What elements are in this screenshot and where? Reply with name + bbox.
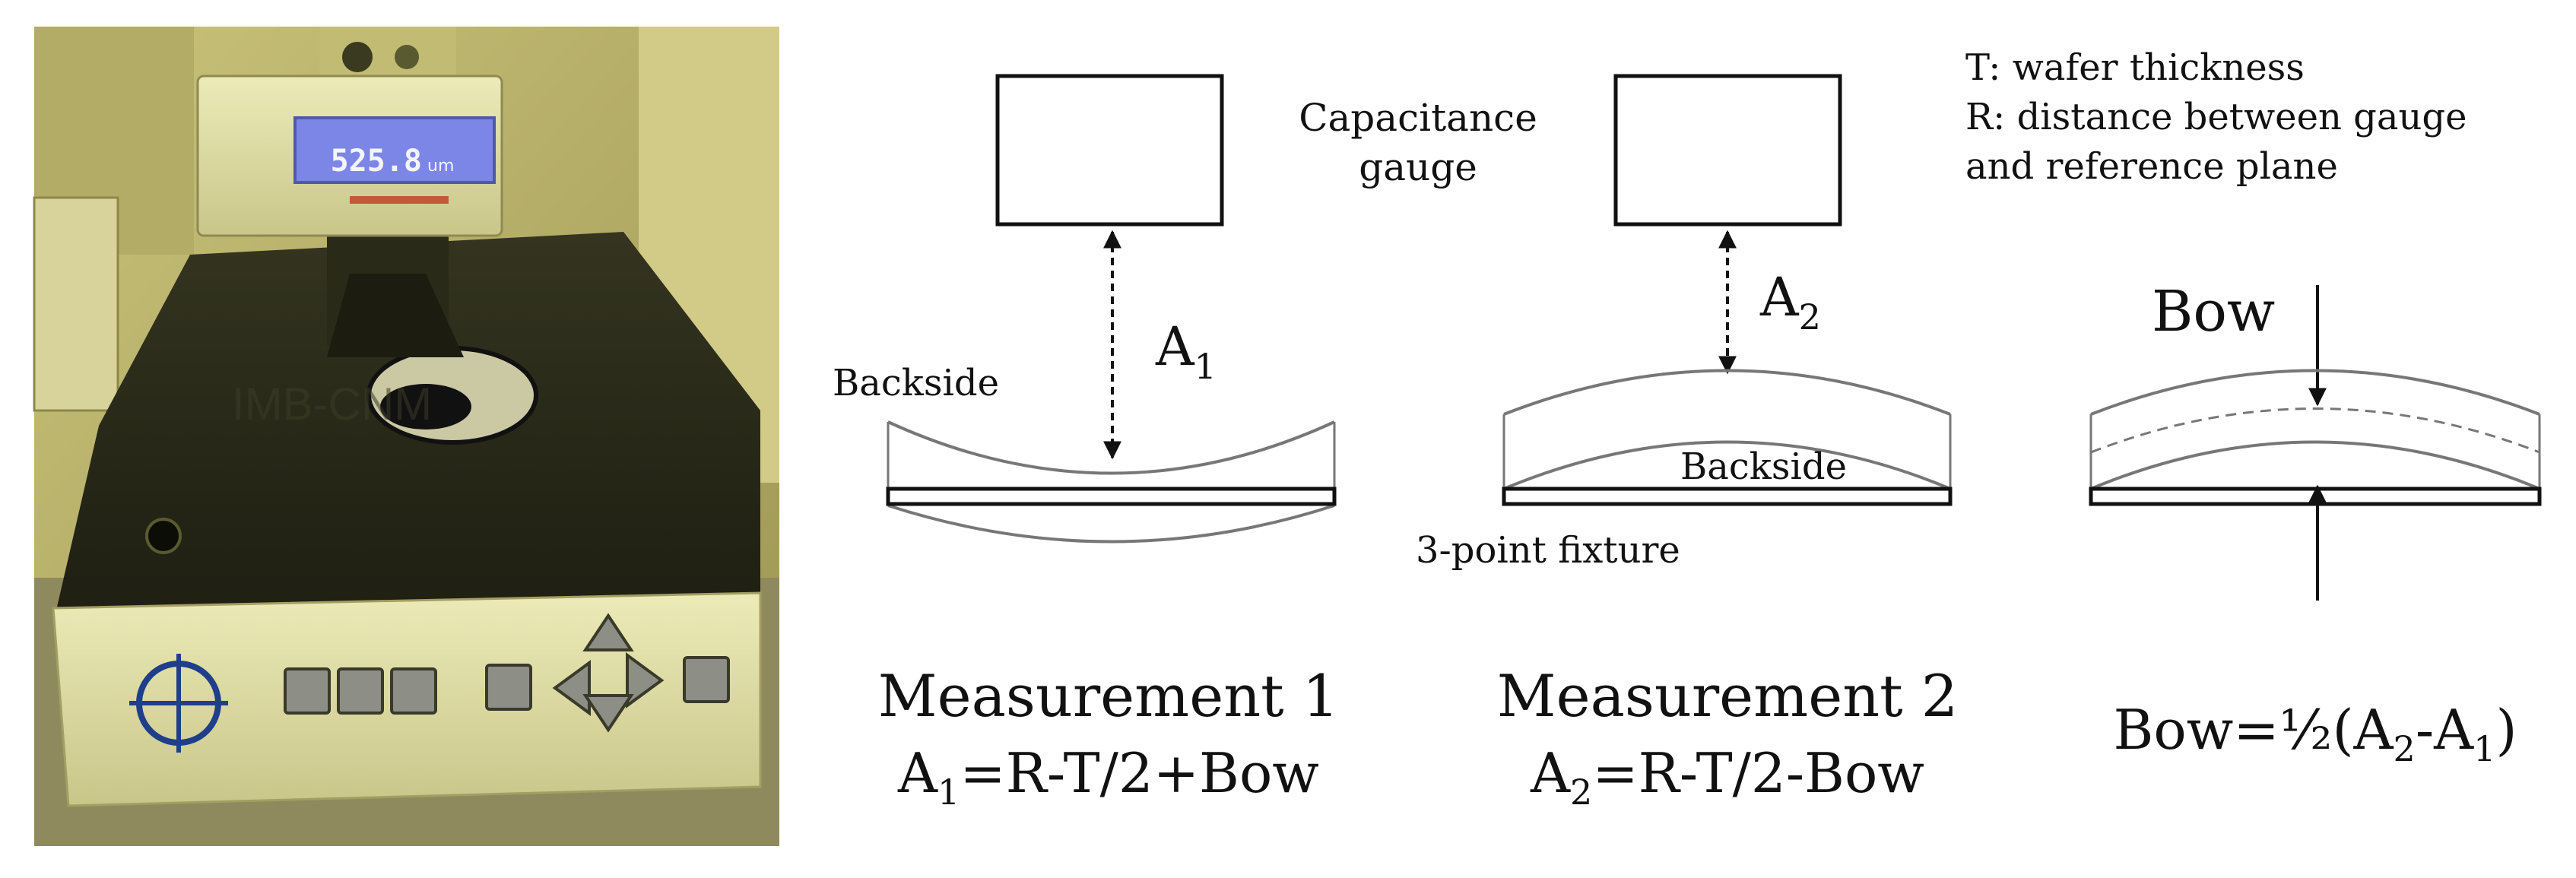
lcd-reading: 525.8: [331, 144, 422, 179]
wafer-upper-curve-3: [2090, 369, 2540, 416]
wafer-upper-curve-2: [1503, 369, 1951, 416]
legend-distance-line2: and reference plane: [1965, 145, 2338, 188]
backside-label-2: Backside: [1680, 445, 1847, 488]
capacitance-gauge-2: [1613, 74, 1842, 227]
distance-label-a2: A2: [1759, 266, 1821, 338]
measurement-2-equation: A2=R-T/2-Bow: [1530, 741, 1924, 813]
wafer-upper-curve-1: [887, 420, 1335, 475]
wafer-lower-curve-2: [1503, 440, 1951, 490]
bow-label: Bow: [2152, 279, 2275, 344]
backside-label-1: Backside: [833, 362, 999, 404]
legend-distance-line1: R: distance between gauge: [1965, 96, 2467, 138]
photo-watermark: IMB-CNM: [232, 379, 432, 429]
measurement-2-diagram: A2 Backside 3-point fixture Measurement …: [1416, 74, 1958, 813]
fixture-label: 3-point fixture: [1416, 529, 1680, 572]
measurement-1-title: Measurement 1: [878, 662, 1339, 730]
lcd-screen: [293, 116, 496, 184]
reference-plane-1: [886, 487, 1337, 506]
gauge-label-line2: gauge: [1359, 145, 1477, 189]
legend: T: wafer thickness R: distance between g…: [1965, 46, 2467, 188]
wafer-midline-3: [2090, 407, 2540, 454]
measurement-1-equation: A1=R-T/2+Bow: [897, 741, 1319, 813]
bow-definition-diagram: Bow Bow=½(A2-A1): [2089, 279, 2542, 769]
wafer-lower-curve-3: [2090, 440, 2540, 490]
lcd-unit: um: [427, 157, 454, 176]
distance-label-a1: A1: [1155, 315, 1217, 387]
measurement-2-title: Measurement 2: [1497, 662, 1958, 730]
wafer-lower-curve-1: [887, 504, 1335, 544]
capacitance-gauge-1: [995, 74, 1224, 227]
instrument-photo: 525.8 um IMB-CNM: [33, 27, 779, 846]
legend-thickness: T: wafer thickness: [1965, 46, 2305, 89]
measurement-1-diagram: A1 Backside Measurement 1 A1=R-T/2+Bow: [833, 74, 1339, 813]
bow-equation: Bow=½(A2-A1): [2113, 698, 2517, 769]
reference-plane-2: [1502, 487, 1953, 506]
panel-buttons: [284, 613, 730, 733]
gauge-label-line1: Capacitance: [1299, 96, 1537, 140]
reference-plane-3: [2089, 487, 2542, 506]
